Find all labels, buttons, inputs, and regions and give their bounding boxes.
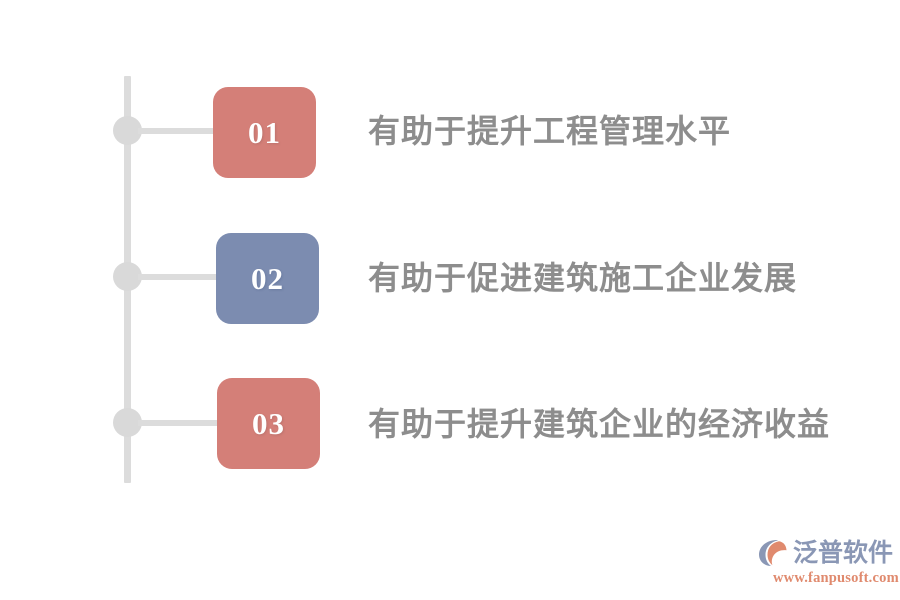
timeline-node-1 [113, 116, 142, 145]
brand-top-row: 泛普软件 [757, 536, 897, 570]
step-label-3: 有助于提升建筑企业的经济收益 [368, 405, 831, 443]
step-badge-1: 01 [213, 87, 316, 178]
timeline-node-2 [113, 262, 142, 291]
step-label-1: 有助于提升工程管理水平 [368, 112, 732, 150]
brand-url: www.fanpusoft.com [773, 570, 899, 586]
brand-watermark: 泛普软件 www.fanpusoft.com [757, 536, 899, 592]
fanpu-logo-icon [757, 538, 791, 568]
brand-name: 泛普软件 [793, 538, 894, 567]
timeline-connector-2 [138, 274, 218, 280]
timeline-node-3 [113, 408, 142, 437]
step-label-2: 有助于促进建筑施工企业发展 [368, 259, 798, 297]
step-badge-3: 03 [217, 378, 320, 469]
step-badge-2: 02 [216, 233, 319, 324]
timeline-connector-1 [138, 128, 216, 134]
timeline-connector-3 [138, 420, 220, 426]
